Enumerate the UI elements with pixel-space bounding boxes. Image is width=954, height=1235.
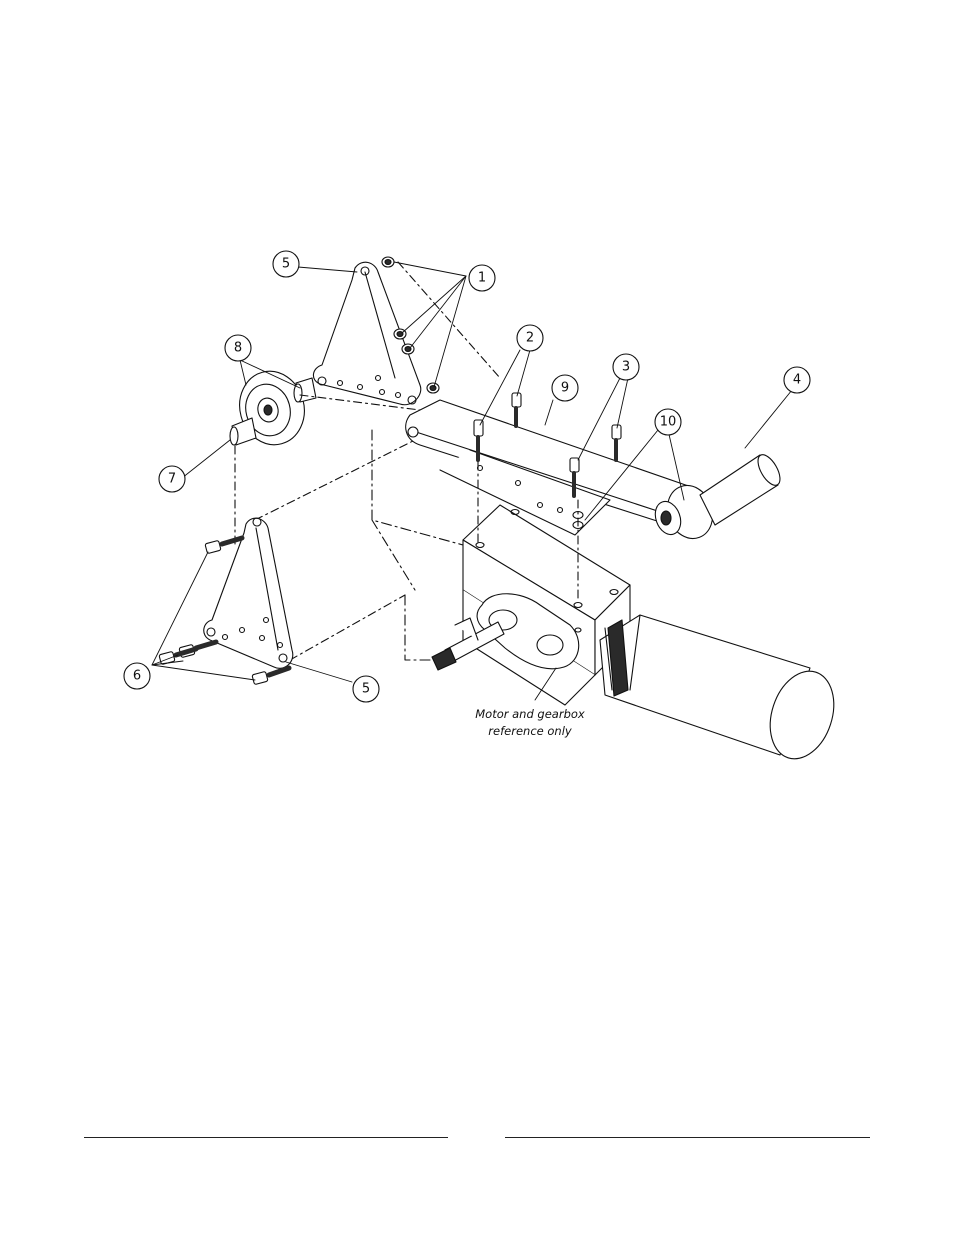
callout-5-top: 5 xyxy=(273,251,299,277)
callout-label: 10 xyxy=(660,415,677,430)
callout-2: 2 xyxy=(517,325,543,351)
signature-line-left xyxy=(84,1137,448,1138)
signature-line-right xyxy=(505,1137,870,1138)
caption-line-1: Motor and gearbox xyxy=(475,707,585,721)
callout-label: 5 xyxy=(282,257,290,272)
callout-label: 9 xyxy=(561,381,569,396)
callout-9: 9 xyxy=(552,375,578,401)
callout-6: 6 xyxy=(124,663,150,689)
callout-label: 6 xyxy=(133,669,141,684)
callout-label: 5 xyxy=(362,682,370,697)
callout-label: 7 xyxy=(168,472,176,487)
callout-label: 3 xyxy=(622,360,630,375)
motor-cylinder xyxy=(600,615,844,767)
callout-label: 4 xyxy=(793,373,801,388)
callout-7: 7 xyxy=(159,466,185,492)
callout-3: 3 xyxy=(613,354,639,380)
callout-label: 2 xyxy=(526,331,534,346)
callout-5-bottom: 5 xyxy=(353,676,379,702)
callout-8: 8 xyxy=(225,335,251,361)
callout-label: 8 xyxy=(234,341,242,356)
callout-4: 4 xyxy=(784,367,810,393)
callout-1: 1 xyxy=(469,265,495,291)
caption-line-2: reference only xyxy=(488,724,572,738)
callout-10: 10 xyxy=(655,409,681,435)
callout-label: 1 xyxy=(478,271,486,286)
axle-pin xyxy=(700,451,784,525)
